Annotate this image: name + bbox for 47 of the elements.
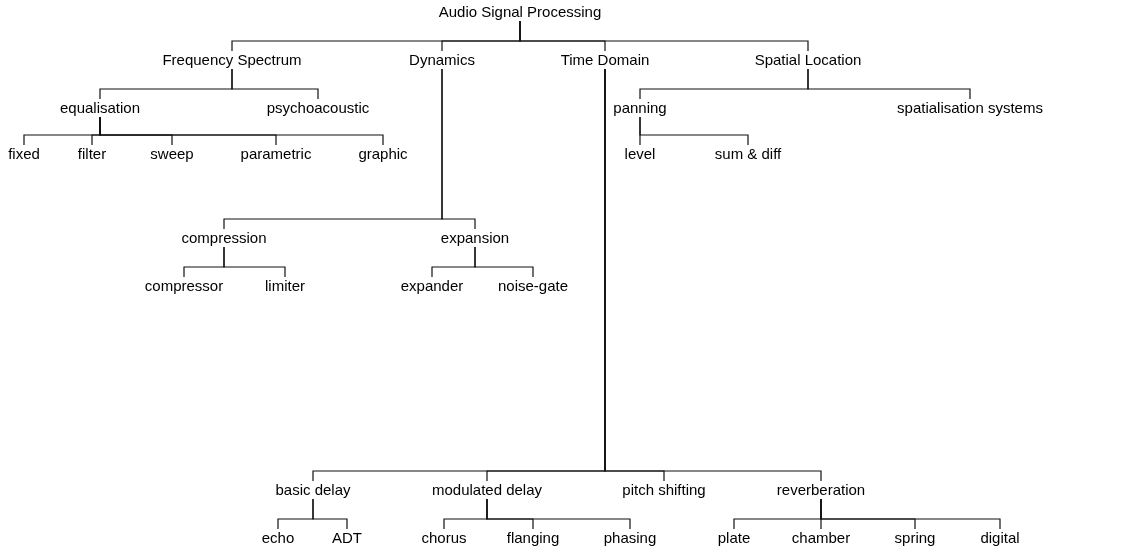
node-label: phasing [603,529,657,546]
node-label: plate [717,529,751,546]
node-label: basic delay [275,481,351,498]
node-label: echo [261,529,295,546]
node-label: chorus [421,529,467,546]
node-label: compressor [144,277,224,294]
connector-line [820,498,1001,530]
node-label: Spatial Location [754,51,862,68]
node-label: spatialisation systems [897,99,1043,116]
node-label: panning [613,99,667,116]
node-label: Frequency Spectrum [162,51,302,68]
node-label: graphic [358,145,408,162]
node-label: compression [181,229,267,246]
connector-line [474,246,534,278]
node-label: ADT [332,529,362,546]
connector-line [312,498,348,530]
node-label: noise-gate [497,277,569,294]
node-label: limiter [265,277,305,294]
connector-line [519,20,809,52]
node-label: expander [400,277,464,294]
node-label: filter [77,145,107,162]
node-label: flanging [506,529,560,546]
node-label: Time Domain [560,51,650,68]
node-label: Audio Signal Processing [438,3,602,20]
node-label: Dynamics [409,51,475,68]
connector-line [441,68,476,230]
node-label: chamber [791,529,851,546]
node-label: digital [980,529,1020,546]
node-label: fixed [8,145,40,162]
connector-line [604,68,822,482]
node-label: equalisation [59,99,141,116]
node-label: pitch shifting [622,481,706,498]
node-label: spring [894,529,936,546]
node-label: sweep [150,145,194,162]
node-label: parametric [240,145,312,162]
node-label: psychoacoustic [266,99,370,116]
node-label: level [624,145,656,162]
connector-line [486,498,631,530]
node-label: expansion [440,229,510,246]
connector-line [223,246,286,278]
node-label: modulated delay [431,481,543,498]
connector-line [231,68,319,100]
connector-line [99,116,384,146]
connector-line [807,68,971,100]
node-label: reverberation [776,481,866,498]
connector-line [639,116,749,146]
node-label: sum & diff [714,145,782,162]
